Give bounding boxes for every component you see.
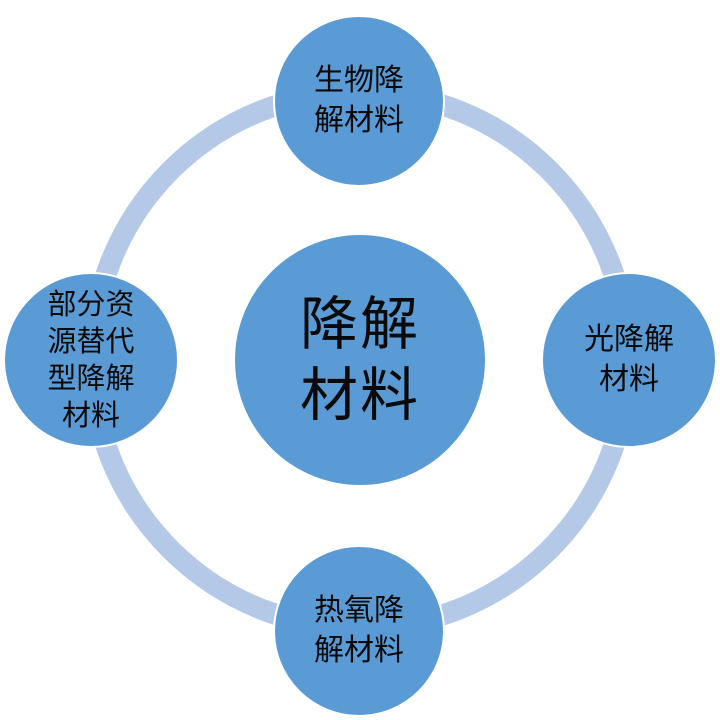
center-node: 降解 材料	[233, 233, 487, 487]
node-partial-resource-substitute-label: 部分资 源替代 型降解 材料	[47, 286, 135, 433]
node-photodegradable-label: 光降解 材料	[584, 321, 674, 398]
node-partial-resource-substitute: 部分资 源替代 型降解 材料	[3, 272, 179, 448]
node-biodegradable: 生物降 解材料	[273, 15, 445, 187]
node-photodegradable: 光降解 材料	[541, 272, 717, 448]
node-thermo-oxidative: 热氧降 解材料	[273, 545, 445, 717]
node-thermo-oxidative-label: 热氧降 解材料	[314, 592, 404, 669]
node-biodegradable-label: 生物降 解材料	[314, 62, 404, 139]
center-node-label: 降解 材料	[299, 290, 420, 429]
